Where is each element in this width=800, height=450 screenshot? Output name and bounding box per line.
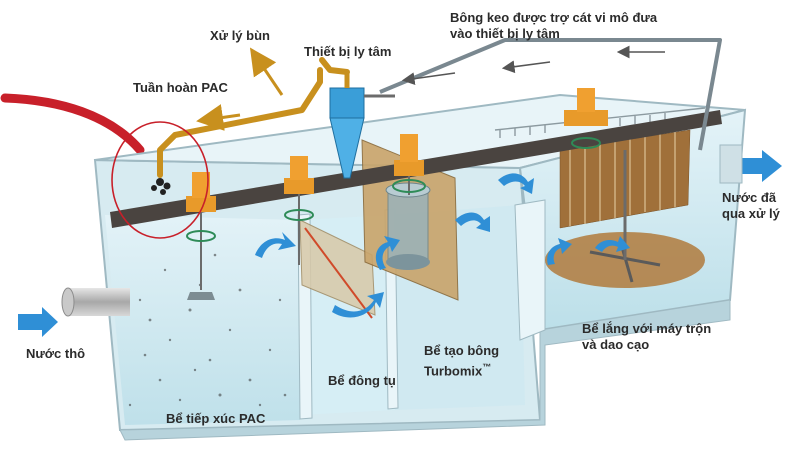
label-cyclone: Thiết bị ly tâm xyxy=(304,44,392,59)
label-settling-tank-line1: Bể lắng với máy trộn xyxy=(582,321,712,336)
motor-2 xyxy=(284,156,314,265)
rotation-indicators xyxy=(186,137,601,242)
label-treated-water-line1: Nước đã xyxy=(722,190,777,205)
label-settling-tank-line2: và dao cạo xyxy=(582,337,650,352)
trademark-symbol: ™ xyxy=(482,362,492,372)
pac-return-arrow xyxy=(196,104,241,131)
internal-flow-arrows xyxy=(255,173,630,318)
label-floc-return: Bông keo được trợ cát vi mô đưa vào thiế… xyxy=(450,10,657,42)
coagulation-plate xyxy=(299,219,376,316)
sludge-out-arrow xyxy=(249,47,284,96)
label-treated-water: Nước đã qua xử lý xyxy=(722,190,780,222)
pac-particles xyxy=(128,253,287,407)
floc-return-pipe xyxy=(379,38,722,151)
label-flocculation-tank: Bể tạo bông Turbomix™ xyxy=(424,343,499,379)
label-sludge-treatment: Xử lý bùn xyxy=(210,28,270,43)
label-treated-water-line2: qua xử lý xyxy=(722,206,780,221)
pac-dosing-point xyxy=(151,178,171,195)
turbomix-name: Turbomix xyxy=(424,363,483,379)
motor-4 xyxy=(564,88,608,126)
label-floc-return-line1: Bông keo được trợ cát vi mô đưa xyxy=(450,10,658,25)
turbomix-draft-tube xyxy=(385,182,431,270)
outlet-nozzle xyxy=(719,144,743,184)
pac-recirculation-pipe xyxy=(157,57,350,178)
red-inflow-curve xyxy=(0,93,145,155)
pac-mixer-impeller xyxy=(187,292,215,300)
label-floc-return-line2: vào thiết bị ly tâm xyxy=(450,26,560,41)
motor-3 xyxy=(394,134,424,195)
raw-water-inlet-pipe xyxy=(61,287,130,317)
label-raw-water: Nước thô xyxy=(26,346,86,361)
label-pac-contact-tank: Bể tiếp xúc PAC xyxy=(166,411,266,426)
motor-1 xyxy=(186,172,216,290)
highlight-ring xyxy=(111,121,209,239)
label-flocculation-tank-line1: Bể tạo bông xyxy=(424,343,500,358)
label-settling-tank: Bể lắng với máy trộn và dao cạo xyxy=(582,321,711,353)
outlet-arrow xyxy=(740,150,782,182)
label-flocculation-tank-line2: Turbomix™ xyxy=(424,359,499,379)
partition-3 xyxy=(514,199,546,341)
tank-bottom xyxy=(119,299,731,441)
label-pac-recirculation: Tuần hoàn PAC xyxy=(133,80,228,95)
pac-tank-water xyxy=(105,215,300,425)
inlet-arrow xyxy=(18,307,58,337)
hydrocyclone xyxy=(329,72,395,179)
label-coagulation-tank: Bể đông tụ xyxy=(328,373,396,388)
